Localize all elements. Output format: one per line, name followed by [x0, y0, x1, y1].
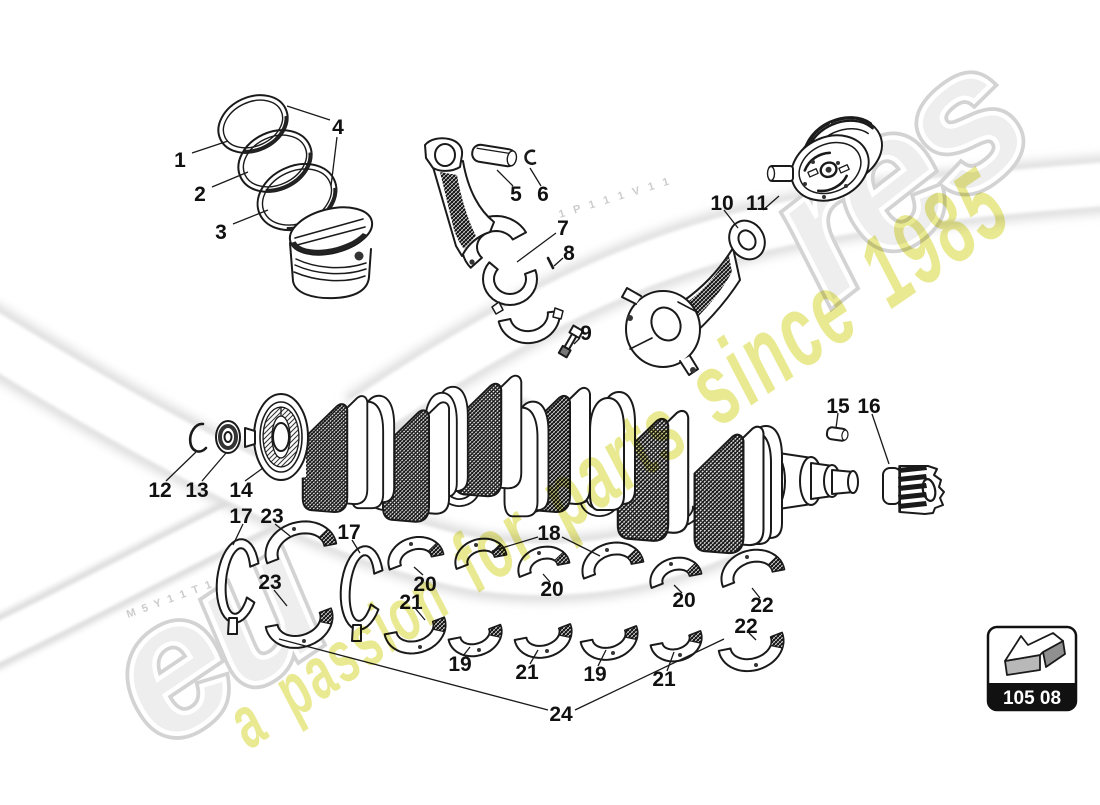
- svg-text:17: 17: [229, 505, 252, 528]
- svg-text:4: 4: [332, 116, 344, 139]
- svg-text:18: 18: [537, 522, 561, 545]
- svg-text:20: 20: [540, 578, 563, 601]
- svg-text:9: 9: [580, 322, 592, 345]
- svg-text:16: 16: [857, 395, 880, 418]
- svg-text:5: 5: [510, 183, 522, 206]
- svg-text:17: 17: [337, 521, 360, 544]
- svg-text:22: 22: [734, 615, 757, 638]
- svg-text:6: 6: [537, 183, 549, 206]
- svg-text:21: 21: [515, 661, 539, 684]
- svg-text:24: 24: [549, 703, 573, 726]
- svg-text:19: 19: [583, 663, 606, 686]
- svg-text:12: 12: [148, 479, 171, 502]
- svg-text:2: 2: [194, 183, 206, 206]
- svg-text:15: 15: [826, 395, 850, 418]
- svg-text:8: 8: [563, 242, 575, 265]
- svg-text:13: 13: [185, 479, 208, 502]
- svg-text:3: 3: [215, 221, 227, 244]
- svg-text:7: 7: [557, 217, 569, 240]
- svg-text:105 08: 105 08: [1003, 688, 1061, 709]
- svg-text:23: 23: [258, 571, 281, 594]
- svg-text:21: 21: [399, 591, 423, 614]
- svg-text:23: 23: [260, 505, 283, 528]
- svg-text:20: 20: [413, 573, 436, 596]
- svg-text:10: 10: [710, 192, 733, 215]
- svg-text:21: 21: [652, 668, 676, 691]
- svg-text:14: 14: [229, 479, 253, 502]
- svg-text:19: 19: [448, 653, 471, 676]
- svg-text:11: 11: [746, 192, 769, 215]
- svg-text:22: 22: [750, 594, 773, 617]
- svg-text:1: 1: [174, 149, 186, 172]
- svg-text:20: 20: [672, 589, 695, 612]
